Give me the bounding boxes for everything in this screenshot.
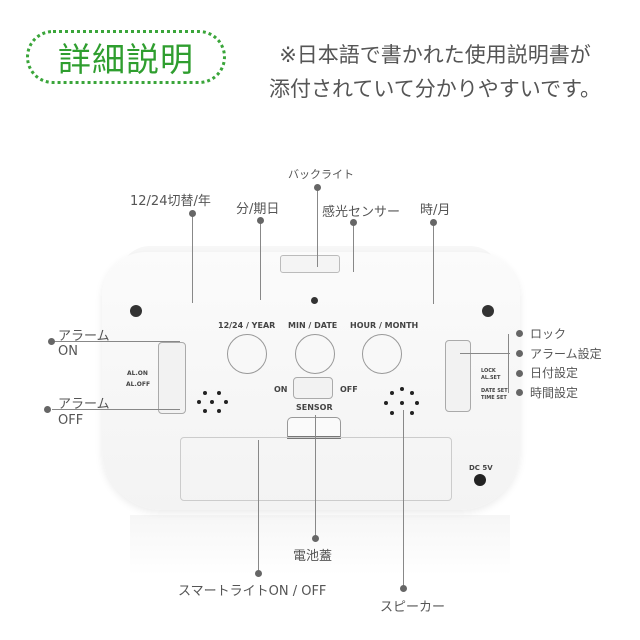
note-line-1: ※日本語で書かれた使用説明書が [279, 43, 591, 67]
callout-pin [257, 217, 264, 224]
callout-pin [350, 219, 357, 226]
callout-pin [312, 535, 319, 542]
callout-pin [44, 406, 51, 413]
callout-light-sensor: 感光センサー [322, 205, 401, 220]
callout-pin [314, 184, 321, 191]
callout-time-set: 時間設定 [530, 386, 579, 400]
speaker-dot [203, 409, 207, 413]
callout-alarm-off: アラーム [58, 397, 110, 412]
backlight-bar [280, 255, 340, 273]
al-off-label: AL.OFF [126, 381, 151, 388]
title-text: 詳細説明 [58, 40, 194, 79]
callout-pin [516, 330, 523, 337]
button-12-24-year[interactable] [227, 334, 267, 374]
callout-alarm-on: アラーム [58, 329, 110, 344]
mount-hole-left [130, 305, 142, 317]
speaker-dot [197, 400, 201, 404]
speaker-dot [415, 401, 419, 405]
speaker-dot [217, 409, 221, 413]
callout-alarm-on-state: ON [58, 344, 78, 359]
speaker-dot [210, 400, 214, 404]
leader-line [403, 410, 404, 588]
leader-line [317, 187, 318, 267]
dc-label: DC 5V [469, 464, 493, 472]
battery-cover[interactable] [180, 437, 452, 501]
callout-12-24: 12/24切替/年 [130, 194, 211, 209]
callout-backlight: バックライト [288, 168, 354, 181]
battery-cover-latch[interactable] [287, 417, 341, 439]
callout-alarm-set: アラーム設定 [530, 347, 602, 361]
speaker-dot [217, 391, 221, 395]
sensor-switch[interactable] [293, 377, 333, 399]
leader-line [52, 341, 180, 342]
speaker-dot [224, 400, 228, 404]
callout-hour-month: 時/月 [420, 203, 451, 218]
dc-jack-icon [474, 474, 486, 486]
btn3-label: HOUR / MONTH [350, 321, 419, 330]
speaker-dot [400, 401, 404, 405]
leader-line [433, 222, 434, 304]
leader-line [192, 213, 193, 303]
time-set-label: TIME SET [481, 395, 507, 401]
speaker-dot [384, 401, 388, 405]
speaker-dot [203, 391, 207, 395]
description-note: ※日本語で書かれた使用説明書が 添付されていて分かりやすいです。 [240, 38, 630, 106]
sensor-on-label: ON [274, 385, 288, 394]
callout-pin [516, 350, 523, 357]
callout-date-set: 日付設定 [530, 366, 579, 380]
callout-battery-cover: 電池蓋 [293, 549, 333, 564]
leader-line [508, 334, 509, 393]
leader-line [460, 353, 510, 354]
speaker-dot [390, 411, 394, 415]
callout-lock: ロック [530, 327, 567, 341]
lock-label: LOCK [481, 368, 496, 374]
sensor-label: SENSOR [296, 403, 333, 412]
light-sensor-icon [311, 297, 318, 304]
mount-hole-right [482, 305, 494, 317]
date-set-label: DATE SET [481, 388, 508, 394]
button-min-date[interactable] [295, 334, 335, 374]
speaker-dot [400, 387, 404, 391]
al-set-label: AL.SET [481, 375, 501, 381]
leader-line [260, 220, 261, 300]
clock-reflection [130, 515, 510, 575]
callout-pin [400, 585, 407, 592]
callout-speaker: スピーカー [380, 600, 446, 615]
btn1-label: 12/24 / YEAR [218, 321, 276, 330]
leader-line [52, 409, 180, 410]
sensor-off-label: OFF [340, 385, 358, 394]
callout-pin [516, 370, 523, 377]
button-hour-month[interactable] [362, 334, 402, 374]
callout-pin [255, 570, 262, 577]
speaker-dot [390, 391, 394, 395]
speaker-dot [410, 411, 414, 415]
callout-min-date: 分/期日 [236, 202, 280, 217]
leader-line [315, 415, 316, 538]
leader-line [258, 440, 259, 573]
note-line-2: 添付されていて分かりやすいです。 [268, 77, 601, 101]
al-on-label: AL.ON [127, 370, 148, 377]
callout-pin [189, 210, 196, 217]
btn2-label: MIN / DATE [288, 321, 338, 330]
speaker-dot [410, 391, 414, 395]
mode-switch[interactable] [445, 340, 471, 412]
callout-smart-light: スマートライトON / OFF [178, 584, 327, 599]
leader-line [353, 222, 354, 272]
alarm-switch[interactable] [158, 342, 186, 414]
callout-pin [48, 338, 55, 345]
title-badge: 詳細説明 [26, 30, 226, 84]
callout-alarm-off-state: OFF [58, 413, 84, 428]
callout-pin [430, 219, 437, 226]
callout-pin [516, 389, 523, 396]
